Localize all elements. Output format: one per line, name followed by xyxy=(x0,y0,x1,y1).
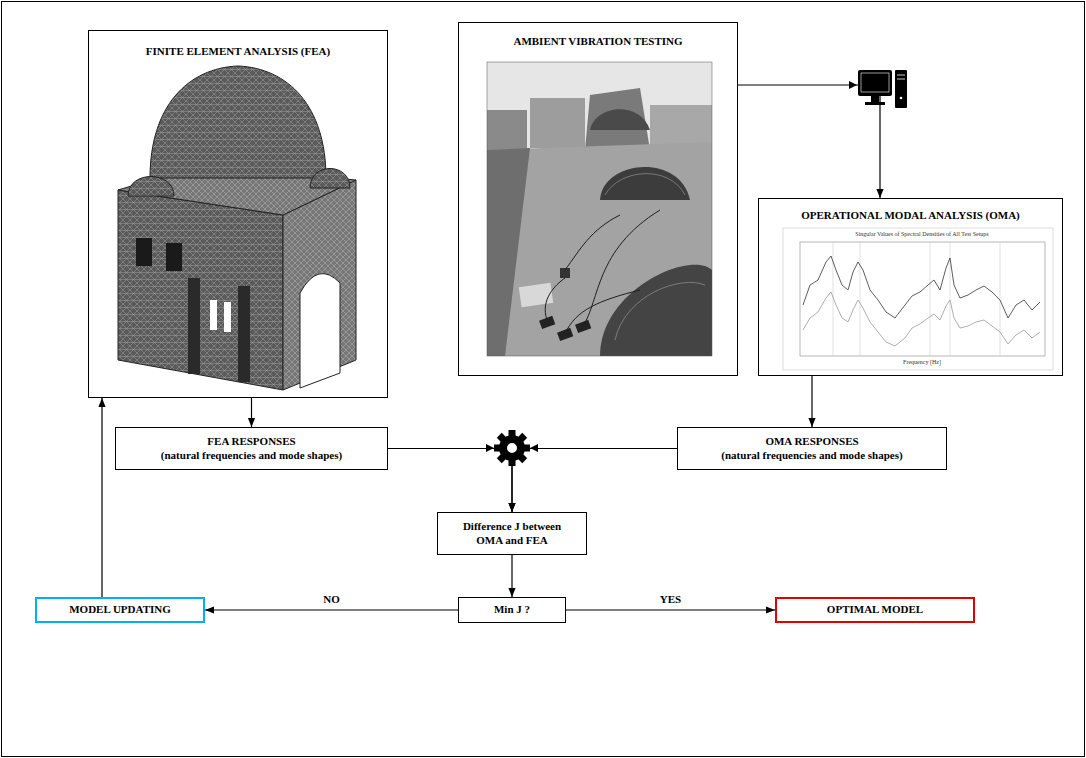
box-text: OPTIMAL MODEL xyxy=(827,603,923,617)
edge-label: YES xyxy=(658,593,683,606)
connector-arrow xyxy=(205,609,458,610)
box-text: MODEL UPDATING xyxy=(69,603,171,617)
oma-responses-box: OMA RESPONSES(natural frequencies and mo… xyxy=(677,427,947,470)
box-text: OMA RESPONSES xyxy=(765,435,858,449)
computer-icon xyxy=(849,70,907,108)
connector-arrow xyxy=(388,449,512,513)
connector-arrow xyxy=(512,449,677,513)
updating-box: MODEL UPDATING xyxy=(35,597,205,623)
difference-box: Difference J between OMA and FEA xyxy=(437,512,587,555)
spectrum-chart xyxy=(783,228,1053,370)
gear-arrowheads xyxy=(486,444,538,452)
chart-label: Frequency [Hz] xyxy=(903,359,941,366)
connector-arrow xyxy=(511,555,512,597)
gear-icon xyxy=(494,430,530,466)
box-text: FINITE ELEMENT ANALYSIS (FEA) xyxy=(89,45,387,59)
box-subtext: (natural frequencies and mode shapes) xyxy=(161,449,342,463)
fea-responses-box: FEA RESPONSES(natural frequencies and mo… xyxy=(115,427,388,470)
box-text: AMBIENT VIBRATION TESTING xyxy=(459,35,737,49)
box-text: FEA RESPONSES xyxy=(207,435,295,449)
connector-arrow xyxy=(738,85,880,198)
fea-mesh-model xyxy=(118,66,356,390)
chart-label: Singular Values of Spectral Densities of… xyxy=(855,231,988,238)
box-text: Min J ? xyxy=(494,603,530,617)
connector-arrow xyxy=(251,398,252,427)
edge-label: NO xyxy=(321,593,342,606)
site-photo xyxy=(487,62,712,356)
optimal-box: OPTIMAL MODEL xyxy=(775,597,975,623)
testing-panel: AMBIENT VIBRATION TESTING xyxy=(458,22,738,376)
connector-arrow xyxy=(811,376,812,427)
connector-arrow xyxy=(101,398,102,597)
box-text: Difference J between OMA and FEA xyxy=(450,520,574,548)
fea-panel: FINITE ELEMENT ANALYSIS (FEA) xyxy=(88,30,388,398)
box-text: OPERATIONAL MODAL ANALYSIS (OMA) xyxy=(759,209,1062,223)
connector-arrow xyxy=(566,609,775,610)
decision-box: Min J ? xyxy=(458,597,566,623)
oma-panel: OPERATIONAL MODAL ANALYSIS (OMA) xyxy=(758,198,1063,376)
box-subtext: (natural frequencies and mode shapes) xyxy=(721,449,902,463)
